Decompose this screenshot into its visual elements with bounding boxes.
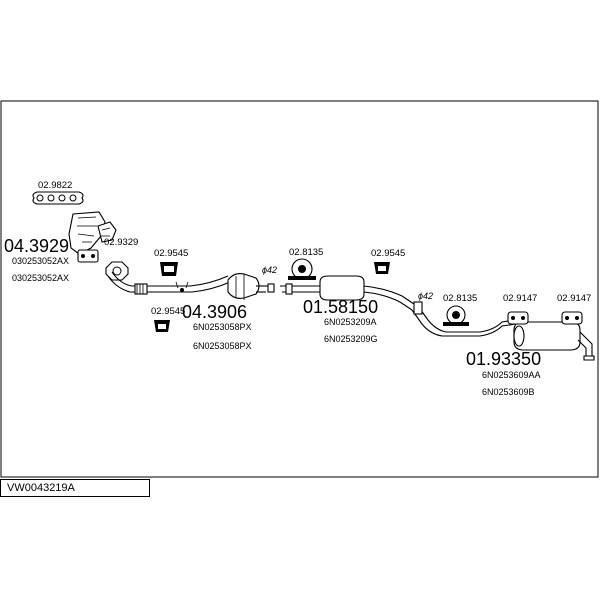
gasket-02-9329 [105, 261, 129, 281]
oem-01-58150-a: 6N0253209A [324, 317, 377, 327]
label-02-8135-a: 02.8135 [289, 247, 323, 258]
label-04-3906: 04.3906 [182, 302, 247, 322]
oem-04-3906-a: 6N0253058PX [193, 322, 252, 332]
label-01-58150: 01.58150 [303, 297, 378, 317]
diameter-label-1: ϕ42 [262, 265, 277, 275]
label-02-9147-b: 02.9147 [557, 293, 591, 304]
label-01-93350: 01.93350 [466, 349, 541, 369]
oem-01-93350-b: 6N0253609B [482, 387, 535, 397]
rubber-mount-02-9545-a [160, 262, 178, 276]
oem-04-3906-b: 6N0253058PX [193, 341, 252, 351]
label-02-9822: 02.9822 [38, 180, 72, 191]
oem-01-58150-b: 6N0253209G [324, 334, 378, 344]
rubber-mount-02-8135-a [288, 258, 316, 280]
label-02-9545-a: 02.9545 [154, 248, 188, 259]
rubber-mount-02-8135-b [443, 305, 469, 326]
catalog-code-box: VW0043219A [0, 479, 150, 497]
rubber-mount-02-9545-c [374, 262, 390, 274]
rubber-mount-02-9147-b [561, 311, 583, 325]
exhaust-manifold-catalyst [68, 211, 117, 263]
oem-04-3929-a: 030253052AX [12, 256, 69, 266]
label-02-9329: 02.9329 [104, 237, 138, 248]
diameter-label-2: ϕ42 [418, 291, 433, 301]
front-pipe-with-catalyst [107, 271, 275, 300]
rubber-mount-02-9147-a [507, 311, 529, 325]
label-02-9545-b: 02.9545 [151, 306, 185, 317]
label-02-9147-a: 02.9147 [503, 293, 537, 304]
label-04-3929: 04.3929 [4, 236, 69, 256]
diagram-frame [0, 100, 599, 478]
label-02-8135-b: 02.8135 [443, 293, 477, 304]
gasket-02-9822 [32, 191, 84, 205]
oem-04-3929-b: 030253052AX [12, 273, 69, 283]
label-02-9545-c: 02.9545 [371, 248, 405, 259]
rear-silencer [411, 301, 595, 361]
middle-silencer [280, 275, 415, 311]
rubber-mount-02-9545-b [154, 320, 170, 332]
oem-01-93350-a: 6N0253609AA [482, 370, 541, 380]
catalog-code: VW0043219A [7, 482, 75, 494]
